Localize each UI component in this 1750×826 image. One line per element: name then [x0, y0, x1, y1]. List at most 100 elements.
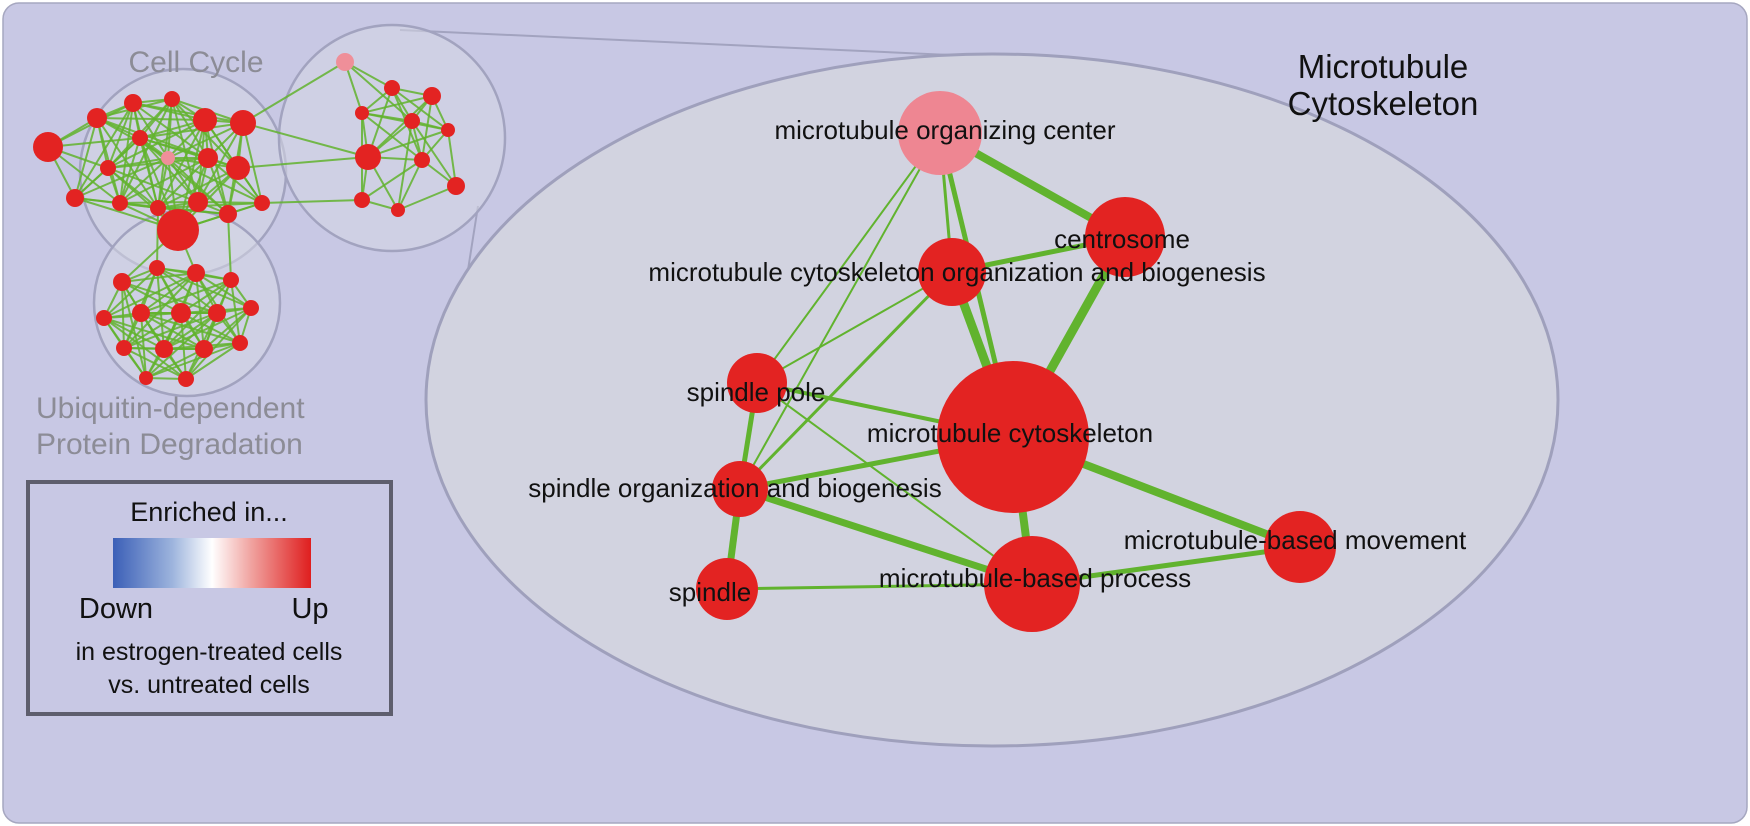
mini-edge: [139, 137, 159, 209]
mini-edge: [119, 157, 209, 204]
mini-edge: [121, 272, 197, 283]
mini-node-c11: [66, 189, 84, 207]
mini-node-m4: [404, 113, 420, 129]
mini-node-c0: [33, 132, 63, 162]
mini-node-u5: [132, 304, 150, 322]
node-label-spindle: spindle: [669, 577, 751, 607]
mini-edge: [180, 312, 187, 380]
mini-node-u6: [171, 303, 191, 323]
node-mc: [937, 361, 1089, 513]
mini-node-c8: [198, 148, 218, 168]
mini-edge: [204, 119, 229, 215]
mini-node-m2: [423, 87, 441, 105]
mini-node-u11: [195, 340, 213, 358]
ubiquitin-cluster-label-line1: Ubiquitin-dependent: [36, 392, 305, 425]
mini-node-u13: [139, 371, 153, 385]
mini-edge: [421, 95, 433, 161]
node-label-mcob: microtubule cytoskeleton organization an…: [648, 257, 1265, 287]
mini-edge: [242, 122, 369, 158]
legend-title: Enriched in...: [130, 497, 288, 527]
mini-node-u0: [113, 273, 131, 291]
mini-edge: [397, 159, 423, 211]
node-label-sob: spindle organization and biogenesis: [528, 473, 941, 503]
mini-edge: [47, 146, 121, 204]
node-label-mc: microtubule cytoskeleton: [867, 418, 1153, 448]
mini-edge: [163, 307, 252, 350]
mini-edge: [119, 137, 141, 204]
ubiquitin-cluster-label-line2: Protein Degradation: [36, 428, 303, 461]
mini-node-c4: [193, 108, 217, 132]
mini-edge: [121, 281, 182, 314]
mini-node-m0: [336, 53, 354, 71]
mini-node-m6: [414, 152, 430, 168]
mini-edge: [185, 307, 252, 380]
mini-node-c9: [226, 156, 250, 180]
mini-edge: [171, 98, 239, 169]
node-spindle: [696, 558, 758, 620]
mini-edge: [163, 279, 232, 350]
mini-node-c3: [164, 91, 180, 107]
mini-node-c2: [124, 94, 142, 112]
mini-edge: [157, 207, 229, 215]
mini-edge: [145, 312, 218, 379]
mini-node-m5: [355, 144, 381, 170]
microtubule-cytoskeleton-title-line2: Cytoskeleton: [1288, 85, 1479, 122]
mini-edge: [411, 120, 457, 187]
mini-edge: [157, 157, 209, 209]
mini-edge: [119, 102, 134, 204]
mini-node-c5: [230, 110, 256, 136]
mini-node-m1: [384, 80, 400, 96]
mini-edge: [74, 102, 134, 199]
callout-line: [399, 29, 1017, 59]
microtubule-cytoskeleton-title-line1: Microtubule: [1298, 48, 1469, 85]
mini-edge: [140, 279, 232, 314]
mini-edge: [123, 312, 182, 349]
mini-node-c17: [254, 195, 270, 211]
mini-edge: [227, 213, 232, 281]
mini-edge: [96, 117, 206, 121]
mini-edge: [103, 317, 165, 350]
mini-edge: [195, 272, 252, 309]
mini-edge: [367, 95, 433, 158]
node-mcob: [918, 238, 986, 306]
mini-node-m8: [354, 192, 370, 208]
edge-spindle-mbp: [726, 582, 1033, 591]
mini-node-c14: [188, 192, 208, 212]
mini-node-u2: [187, 264, 205, 282]
legend-gradient-bar: [113, 538, 311, 588]
node-label-spindle_pole: spindle pole: [687, 377, 826, 407]
mini-node-m7: [447, 177, 465, 195]
mini-node-c12: [112, 195, 128, 211]
mini-edge: [74, 117, 98, 199]
mini-edge: [132, 102, 169, 159]
node-label-mbp: microtubule-based process: [879, 563, 1191, 593]
mini-node-u12: [232, 335, 248, 351]
mini-edge: [261, 199, 363, 204]
mini-edge: [107, 157, 209, 169]
node-mbm: [1264, 511, 1336, 583]
mini-node-c16: [219, 205, 237, 223]
mini-edge: [361, 95, 433, 114]
mini-node-u10: [155, 340, 173, 358]
mini-edge: [157, 167, 239, 209]
mini-edge: [391, 87, 449, 131]
node-sob: [712, 461, 768, 517]
mini-edge: [197, 201, 263, 204]
legend: Enriched in... Down Up in estrogen-treat…: [26, 480, 393, 716]
mini-edge: [47, 137, 141, 148]
mini-edge: [145, 342, 241, 379]
mini-node-u4: [96, 310, 112, 326]
mini-edge: [203, 307, 252, 350]
mini-node-c6: [132, 130, 148, 146]
mini-edge: [167, 122, 244, 159]
mini-edge: [361, 159, 423, 201]
legend-caption-line1: in estrogen-treated cells: [76, 638, 343, 666]
mini-edge: [397, 120, 413, 211]
mini-node-u9: [116, 340, 132, 356]
node-label-mbm: microtubule-based movement: [1124, 525, 1467, 555]
mini-node-m3: [355, 106, 369, 120]
mini-edge: [145, 348, 205, 379]
edge-sob-mbp: [738, 485, 1034, 588]
